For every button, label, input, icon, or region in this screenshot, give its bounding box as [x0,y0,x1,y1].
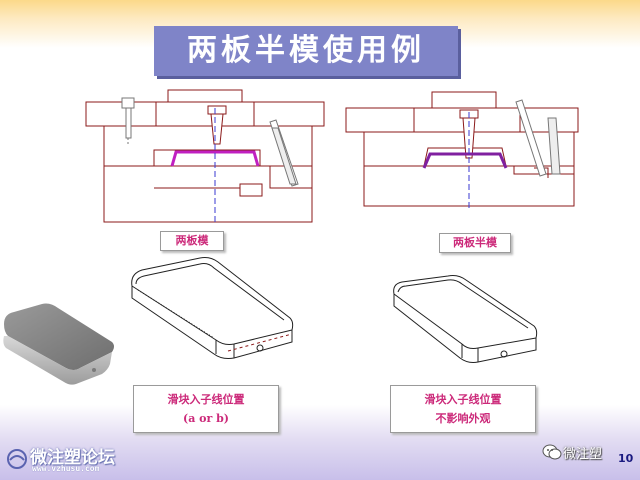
footer-logo-text: 微注塑论坛 [30,448,115,468]
caption-slider-left-line1: 滑块入子线位置 [167,393,245,406]
caption-two-plate: 两板模 [160,231,224,251]
caption-slider-right: 滑块入子线位置 不影响外观 [390,385,536,433]
locating-ring [431,91,497,109]
angle-pin [515,99,561,177]
core-plate [103,165,313,223]
wechat-label: 微注塑 [563,447,603,462]
sprue-bushing [207,105,227,145]
footer-url: www.vzhusu.com [32,464,100,473]
wechat-icon [542,444,562,460]
swirl-logo-icon [7,449,27,469]
box-outline-left [131,257,294,359]
caption-two-half-plate: 两板半模 [439,233,511,253]
caption-slider-right-line2: 不影响外观 [435,412,491,425]
rendered-part-image [3,303,114,385]
screw-icon [121,97,135,146]
box-outline-right [393,275,538,363]
two-half-plate-mold-diagram [345,91,579,208]
caption-slider-left: 滑块入子线位置 (a or b) [133,385,279,433]
slide-title: 两板半模使用例 [154,26,458,76]
two-plate-mold-diagram [85,89,325,224]
locating-ring [167,89,243,103]
caption-slider-right-line1: 滑块入子线位置 [424,393,502,406]
angle-pin [269,119,299,187]
molded-part-outline [422,152,508,169]
molded-part-outline [170,150,260,167]
page-number: 10 [618,452,634,465]
caption-slider-left-line2: (a or b) [182,412,230,425]
